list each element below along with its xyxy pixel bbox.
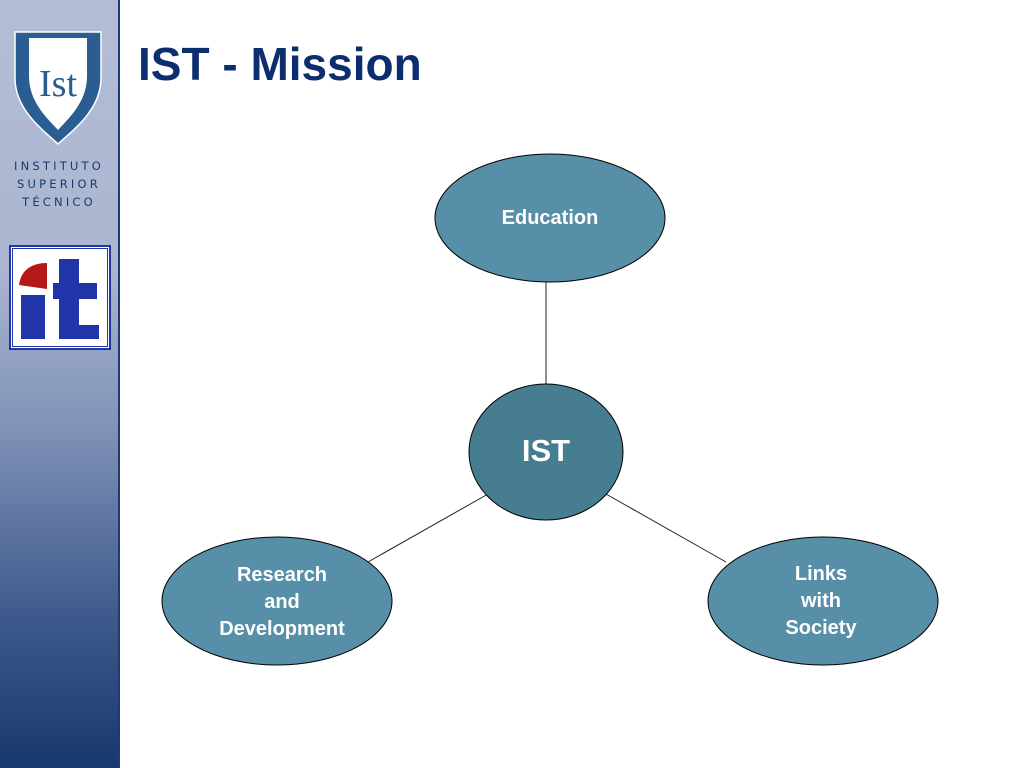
connector-research (367, 493, 489, 563)
node-links (707, 536, 939, 666)
logo-text-superior: SUPERIOR (17, 177, 101, 191)
label-research: Research and Development (182, 562, 382, 643)
label-education: Education (501, 207, 599, 229)
connector-links (605, 493, 727, 563)
ist-shield-logo: Ist (14, 31, 102, 146)
node-ist (468, 383, 624, 521)
label-research-line1: Research (236, 564, 328, 586)
it-logo: it (9, 245, 111, 350)
sidebar-branding: Ist INSTITUTO SUPERIOR TÉCNICO it (0, 0, 120, 768)
page-title: IST - Mission (138, 38, 422, 90)
label-ist: IST (521, 433, 571, 468)
label-links: Links with Society (721, 561, 921, 642)
label-links-line1: Links (794, 563, 848, 585)
logo-text-instituto: INSTITUTO (13, 159, 105, 173)
label-research-line3: Development (219, 618, 345, 640)
label-research-line2: and (264, 591, 300, 613)
logo-text-tecnico: TÉCNICO (22, 195, 96, 209)
node-research (161, 536, 393, 666)
label-links-line3: Society (785, 617, 857, 639)
node-education (434, 153, 666, 283)
label-links-line2: with (801, 590, 841, 612)
shield-monogram: Ist (39, 63, 77, 105)
